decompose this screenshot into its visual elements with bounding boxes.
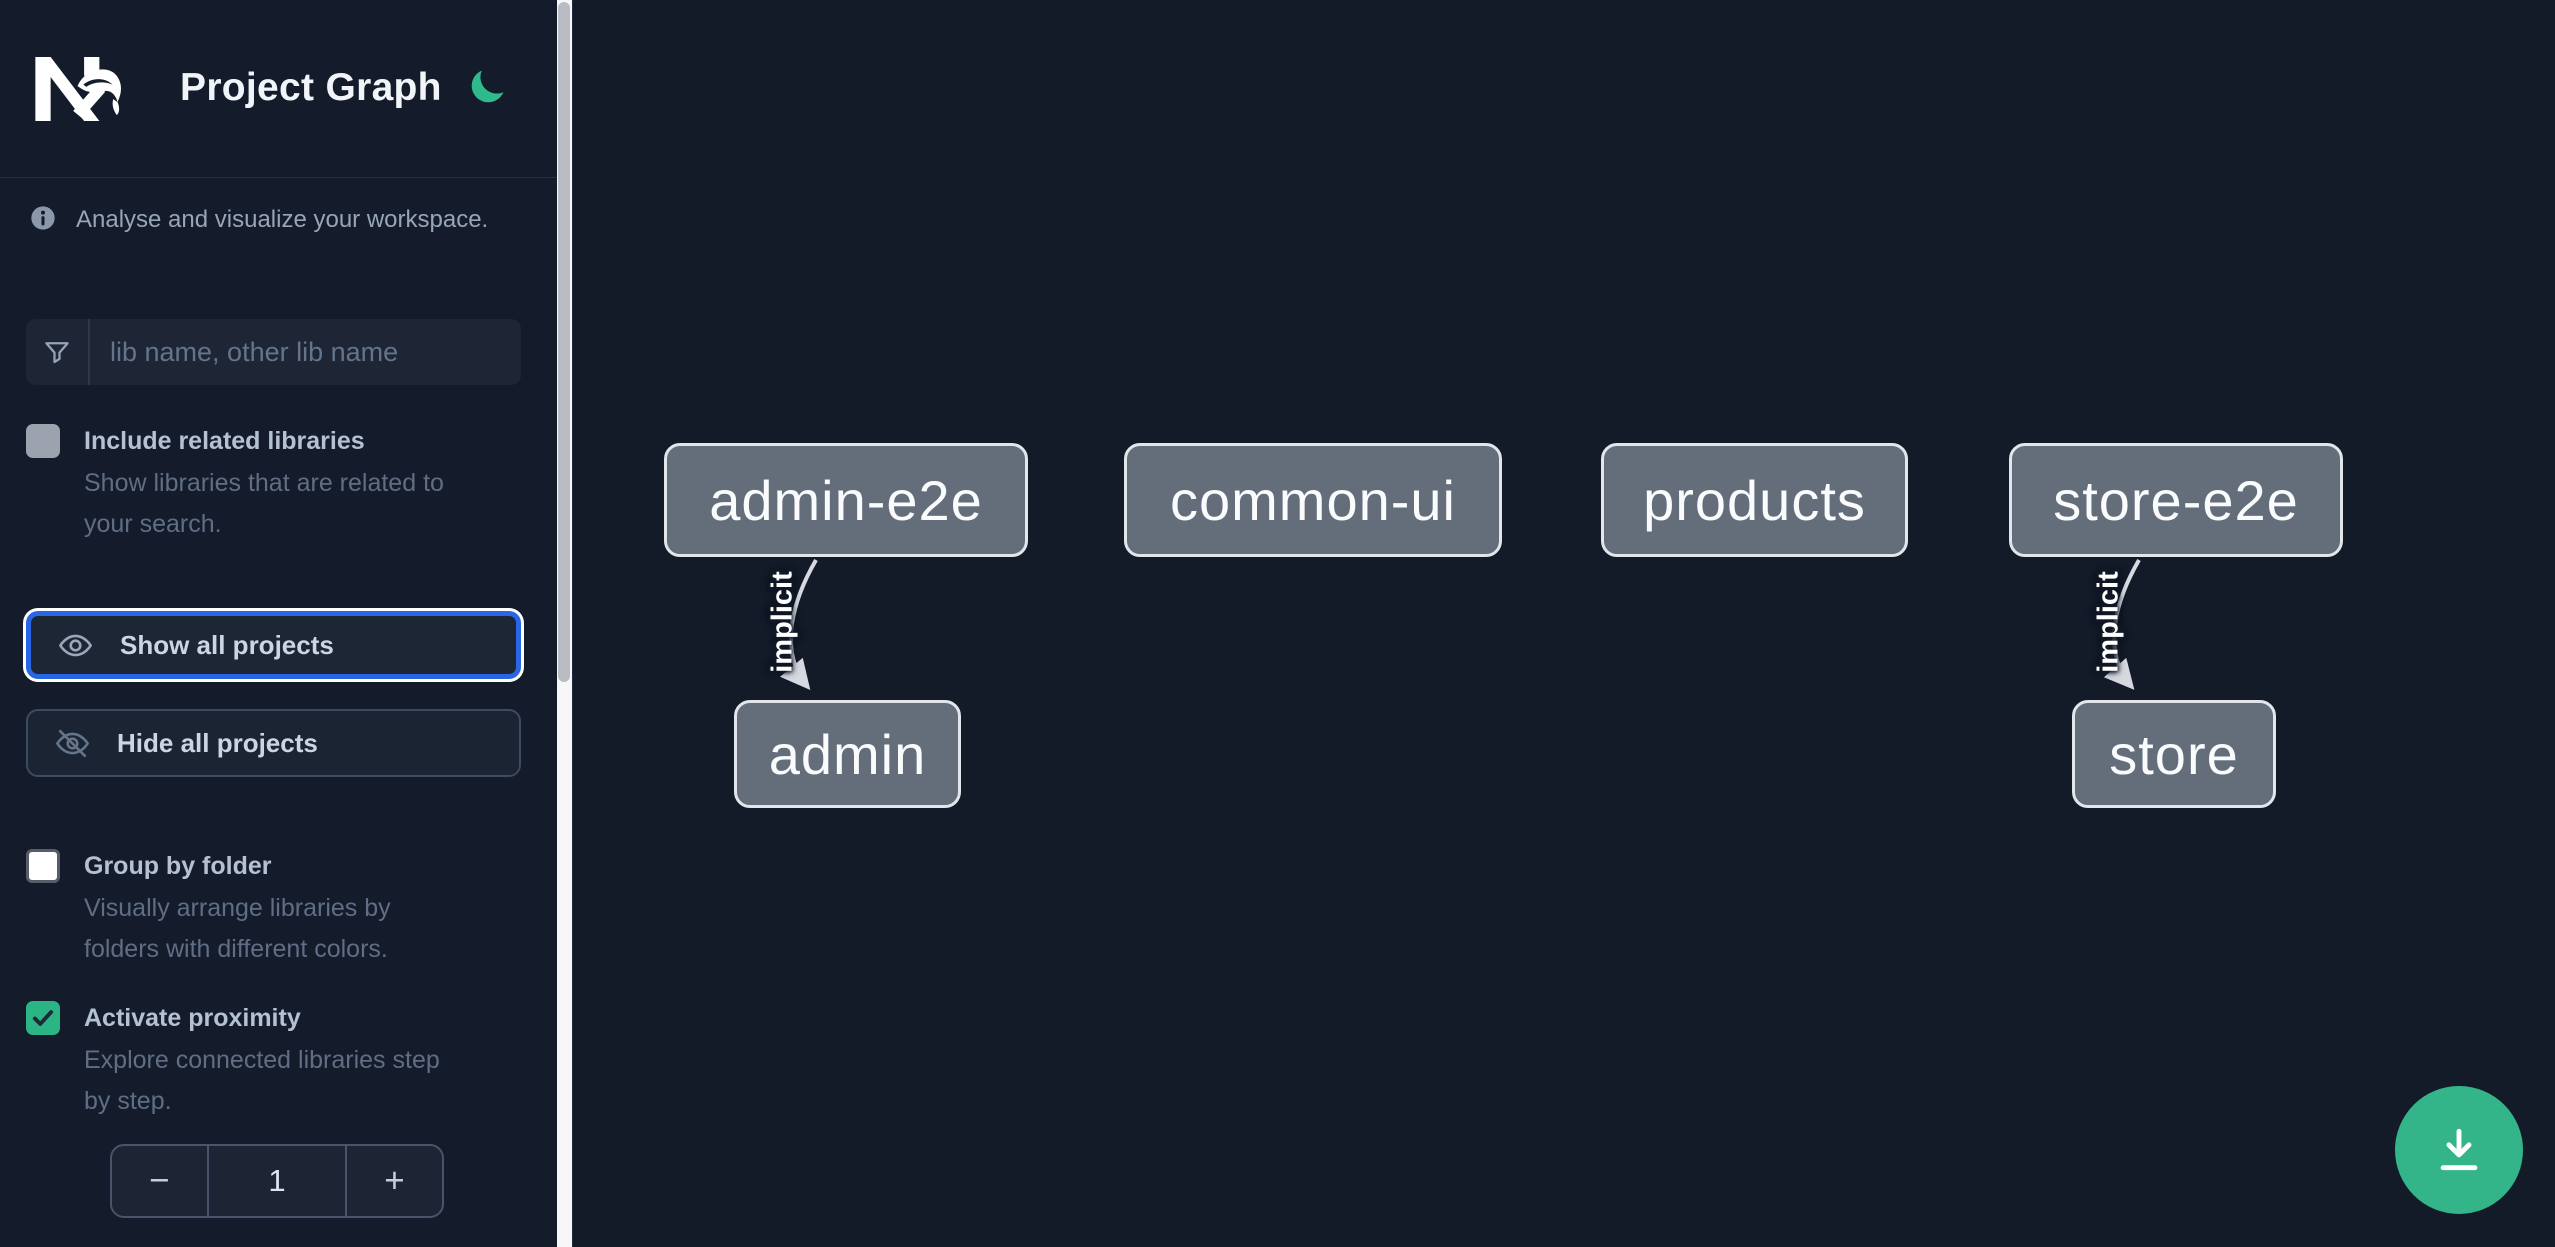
hide-all-projects-button[interactable]: Hide all projects — [26, 709, 521, 777]
include-related-checkbox[interactable] — [26, 424, 60, 458]
sidebar-header: Project Graph — [0, 0, 557, 178]
hide-all-projects-label: Hide all projects — [117, 727, 318, 758]
include-related-description: Show libraries that are related to your … — [84, 469, 444, 538]
sidebar-scrollbar-thumb[interactable] — [558, 2, 570, 682]
graph-node-admin-e2e[interactable]: admin-e2e — [664, 443, 1028, 557]
sidebar: Project Graph Analyse and visualize your… — [0, 0, 557, 1247]
stepper-decrement-button[interactable]: − — [112, 1146, 209, 1216]
graph-node-common-ui[interactable]: common-ui — [1124, 443, 1502, 557]
graph-node-store-e2e[interactable]: store-e2e — [2009, 443, 2343, 557]
edge-label-implicit: implicit — [2092, 571, 2125, 673]
download-icon — [2440, 1128, 2478, 1171]
sidebar-scrollbar-track[interactable] — [557, 0, 572, 1247]
checkmark-icon — [32, 1010, 54, 1026]
stepper-increment-button[interactable]: + — [345, 1146, 442, 1216]
eye-slash-icon — [55, 729, 90, 757]
nx-logo-icon — [35, 57, 121, 121]
activate-proximity-description: Explore connected libraries step by step… — [84, 1046, 440, 1115]
dark-mode-toggle-moon-icon[interactable] — [466, 64, 510, 108]
info-icon — [31, 206, 55, 230]
group-by-folder-checkbox[interactable] — [26, 849, 60, 883]
filter-input[interactable] — [90, 319, 521, 385]
edge-label-implicit: implicit — [766, 571, 799, 673]
include-related-label: Include related libraries — [84, 427, 365, 455]
download-graph-button[interactable] — [2395, 1086, 2523, 1214]
activate-proximity-checkbox[interactable] — [26, 1001, 60, 1035]
graph-canvas[interactable]: implicit implicit admin-e2e common-ui pr… — [572, 0, 2555, 1247]
search-box — [26, 319, 521, 385]
activate-proximity-label: Activate proximity — [84, 1004, 301, 1032]
eye-icon — [58, 634, 93, 656]
stepper-value: 1 — [268, 1163, 286, 1198]
graph-edges — [780, 558, 2141, 690]
graph-node-store[interactable]: store — [2072, 700, 2276, 808]
proximity-stepper: − 1 + — [110, 1144, 444, 1218]
group-by-folder-label: Group by folder — [84, 852, 272, 880]
show-all-projects-button[interactable]: Show all projects — [26, 611, 521, 679]
page-title: Project Graph — [180, 66, 442, 109]
show-all-projects-label: Show all projects — [120, 629, 334, 660]
graph-node-products[interactable]: products — [1601, 443, 1908, 557]
info-text: Analyse and visualize your workspace. — [76, 206, 489, 233]
filter-funnel-icon — [26, 319, 90, 385]
group-by-folder-description: Visually arrange libraries by folders wi… — [84, 894, 391, 963]
graph-node-admin[interactable]: admin — [734, 700, 961, 808]
